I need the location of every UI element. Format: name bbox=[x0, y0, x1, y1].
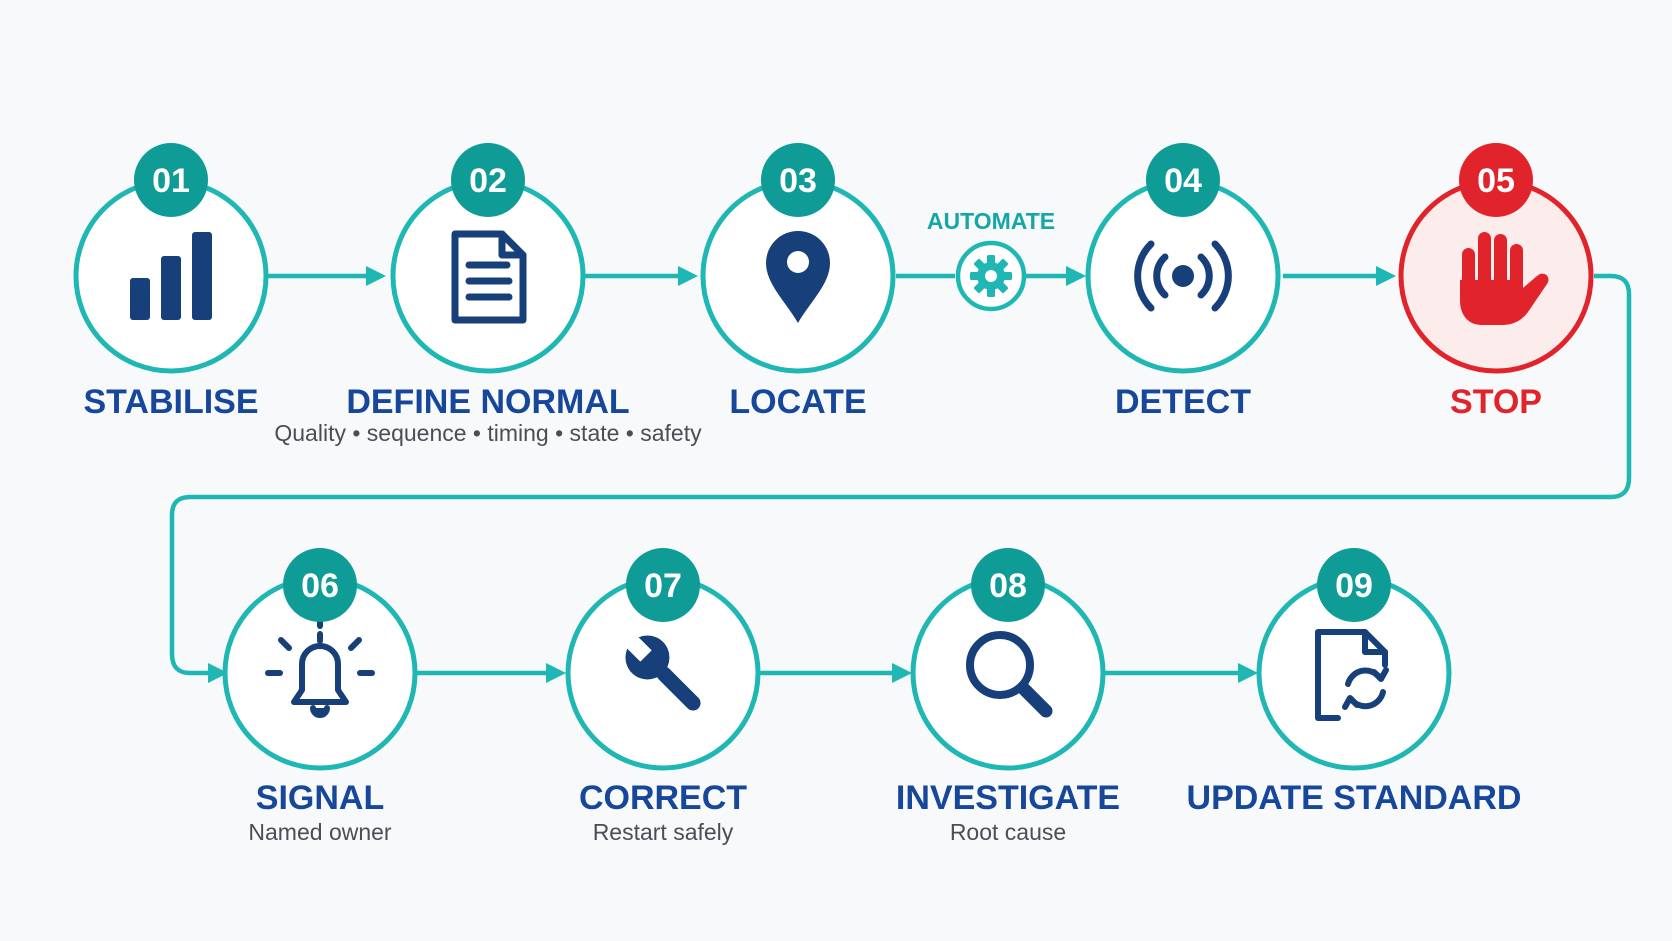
step-03: 03 LOCATE bbox=[700, 143, 896, 421]
step-number: 09 bbox=[1335, 567, 1373, 605]
step-number-badge: 06 bbox=[283, 548, 357, 622]
step-number: 05 bbox=[1477, 162, 1515, 200]
step-07: 07 CORRECT Restart safely bbox=[565, 548, 761, 845]
step-number-badge: 05 bbox=[1459, 143, 1533, 217]
step-title: INVESTIGATE bbox=[896, 779, 1120, 817]
step-04: 04 DETECT bbox=[1085, 143, 1281, 421]
magnifier-icon bbox=[966, 631, 1053, 718]
step-title: STABILISE bbox=[83, 383, 258, 421]
step-number-badge: 03 bbox=[761, 143, 835, 217]
step-number: 02 bbox=[469, 162, 507, 200]
step-subtitle: Restart safely bbox=[593, 819, 734, 845]
signal-broadcast-icon bbox=[1134, 240, 1232, 312]
step-title: UPDATE STANDARD bbox=[1187, 779, 1522, 817]
step-number-badge: 08 bbox=[971, 548, 1045, 622]
bar-chart-icon bbox=[130, 232, 212, 320]
step-number-badge: 09 bbox=[1317, 548, 1391, 622]
location-pin-icon bbox=[766, 231, 830, 323]
step-number-badge: 07 bbox=[626, 548, 700, 622]
step-title: DEFINE NORMAL bbox=[346, 383, 629, 421]
connector-05-06-loop bbox=[169, 273, 1632, 684]
step-number: 04 bbox=[1164, 162, 1202, 200]
wrench-icon bbox=[623, 633, 701, 711]
step-01: 01 STABILISE bbox=[73, 143, 269, 421]
step-02: 02 DEFINE NORMAL Quality • sequence • ti… bbox=[274, 143, 702, 446]
step-number: 07 bbox=[644, 567, 682, 605]
document-icon bbox=[451, 230, 527, 324]
step-number: 08 bbox=[989, 567, 1027, 605]
document-refresh-icon bbox=[1315, 629, 1389, 721]
step-06: 06 SIGNAL Named owner bbox=[222, 548, 418, 845]
stop-hand-icon bbox=[1460, 232, 1549, 325]
step-subtitle: Named owner bbox=[248, 819, 392, 845]
step-title: LOCATE bbox=[729, 383, 866, 421]
step-08: 08 INVESTIGATE Root cause bbox=[896, 548, 1120, 845]
step-number-badge: 04 bbox=[1146, 143, 1220, 217]
step-number: 01 bbox=[152, 162, 190, 200]
step-title: DETECT bbox=[1115, 383, 1251, 421]
connectors bbox=[169, 265, 1632, 684]
step-subtitle: Root cause bbox=[950, 819, 1066, 845]
step-title: CORRECT bbox=[579, 779, 747, 817]
step-title: SIGNAL bbox=[256, 779, 384, 817]
step-number: 06 bbox=[301, 567, 339, 605]
step-number-badge: 02 bbox=[451, 143, 525, 217]
step-05: 05 STOP bbox=[1398, 143, 1594, 421]
automate-marker: AUTOMATE bbox=[927, 208, 1055, 312]
step-09: 09 UPDATE STANDARD bbox=[1187, 548, 1522, 817]
step-subtitle: Quality • sequence • timing • state • sa… bbox=[274, 420, 702, 446]
step-title: STOP bbox=[1450, 383, 1542, 421]
step-number: 03 bbox=[779, 162, 817, 200]
gear-icon bbox=[970, 255, 1012, 297]
step-number-badge: 01 bbox=[134, 143, 208, 217]
alarm-bell-icon bbox=[265, 615, 375, 718]
automate-label: AUTOMATE bbox=[927, 208, 1055, 234]
